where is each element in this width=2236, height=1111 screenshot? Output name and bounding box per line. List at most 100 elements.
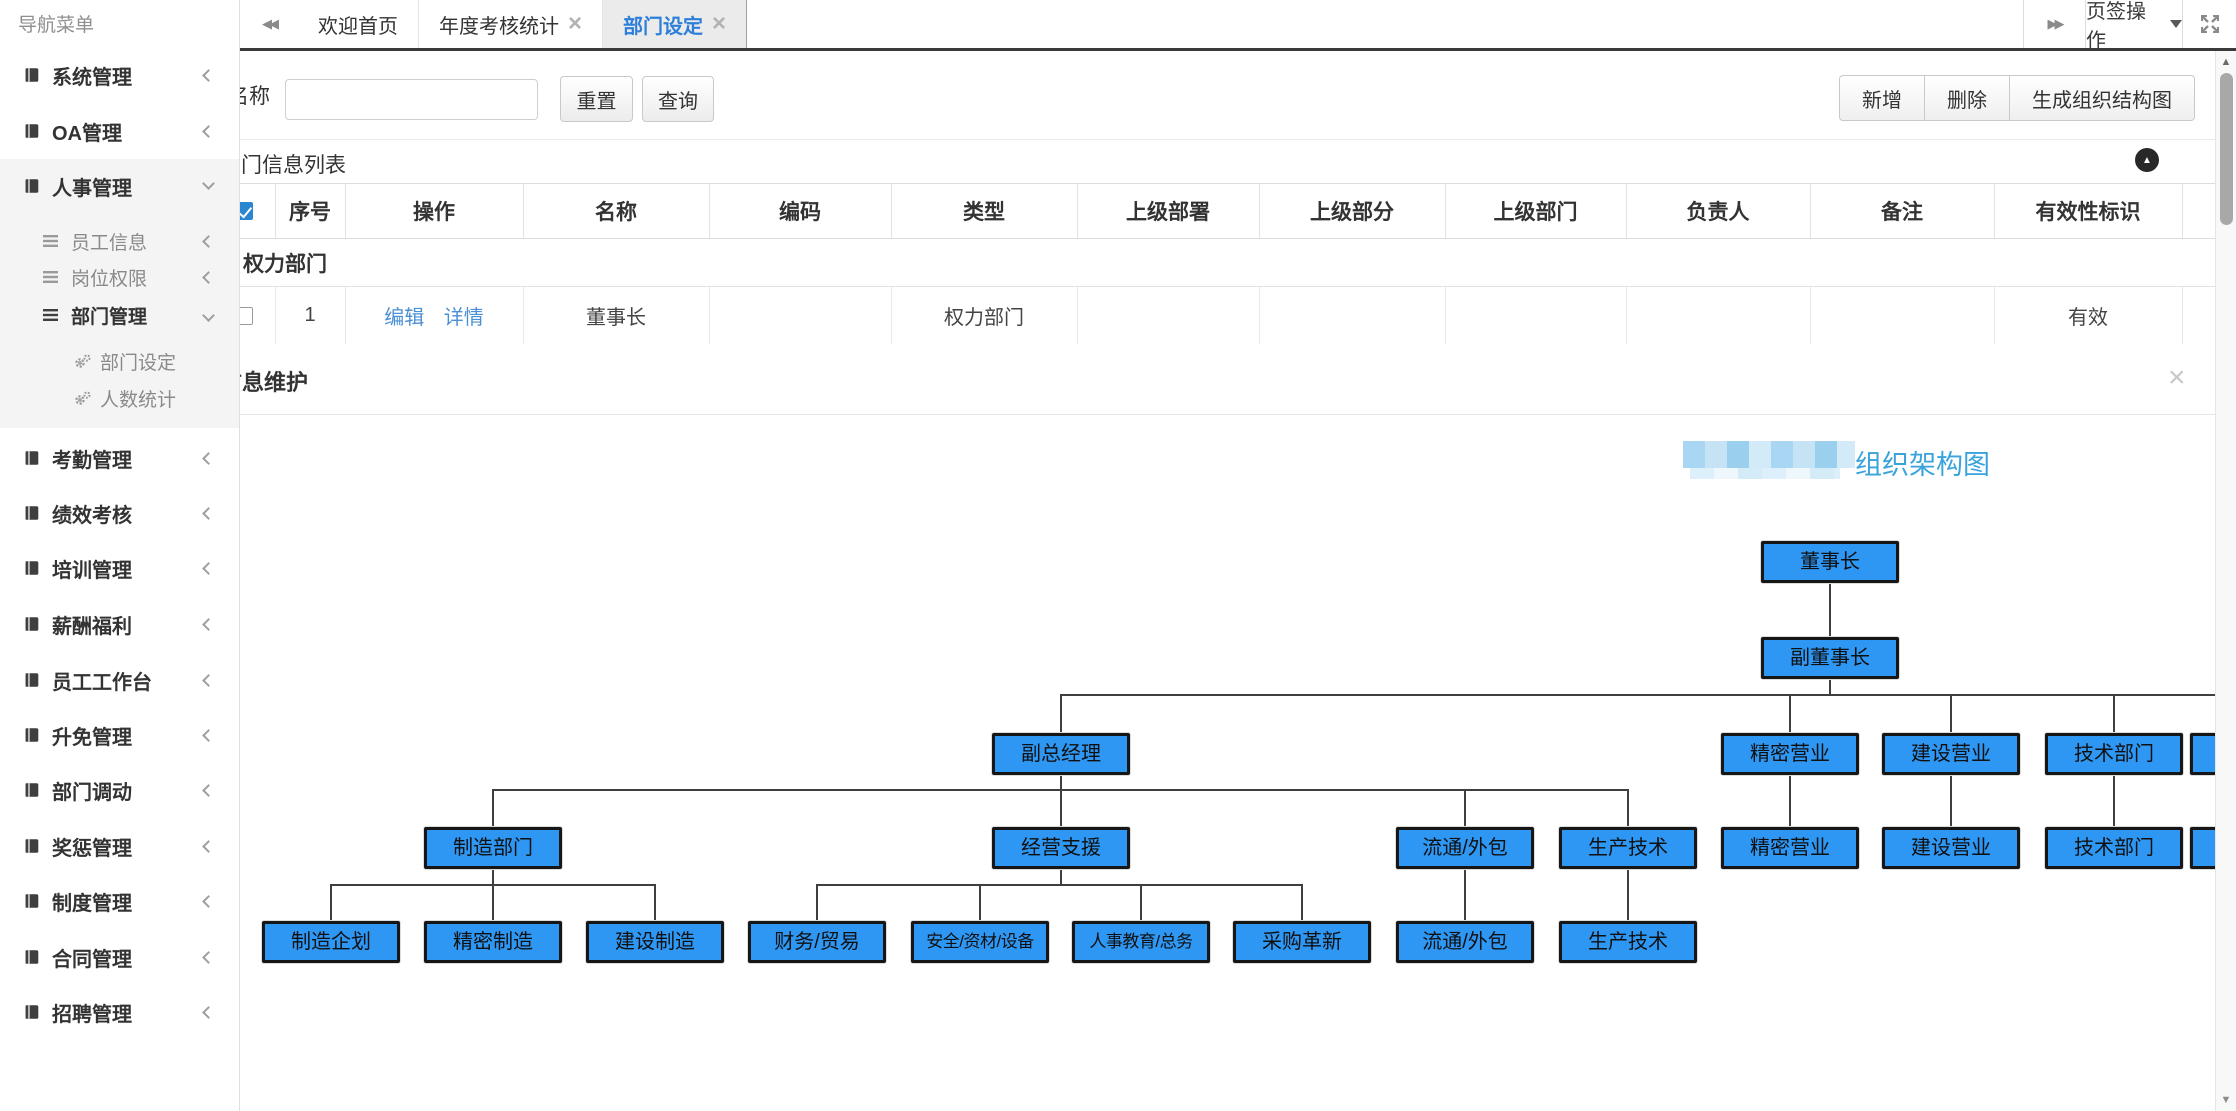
col-header: 上级部分 (1259, 183, 1446, 239)
chevron-left-icon (202, 561, 215, 575)
org-node[interactable]: 流通/外包 (1396, 921, 1534, 963)
chevron-left-icon (202, 728, 215, 742)
org-node[interactable]: 精密营业 (1721, 733, 1859, 775)
table-row[interactable]: 1 编辑 详情 董事长 权力部门 有效 (213, 286, 2215, 345)
sidebar-item-salary[interactable]: 薪酬福利 (0, 603, 239, 645)
org-connector (1950, 775, 1952, 827)
page-ops-dropdown[interactable]: 页签操作 (2085, 0, 2182, 52)
sidebar-item-employee-info[interactable]: 员工信息 (0, 223, 239, 259)
sidebar-item-dept-setting[interactable]: 部门设定 (0, 343, 239, 379)
org-connector (1627, 789, 1629, 827)
close-icon[interactable]: × (712, 10, 727, 37)
org-node[interactable]: 建设制造 (586, 921, 724, 963)
org-node[interactable]: 经营支援 (992, 827, 1130, 869)
org-connector (2113, 775, 2115, 827)
search-button[interactable]: 查询 (642, 76, 714, 122)
org-node[interactable]: 建设营业 (1882, 827, 2020, 869)
edit-link[interactable]: 编辑 (384, 307, 425, 329)
delete-button[interactable]: 删除 (1924, 76, 2009, 120)
col-header: 名称 (523, 183, 710, 239)
generate-orgchart-button[interactable]: 生成组织结构图 (2009, 76, 2194, 120)
org-node[interactable]: 制造部门 (424, 827, 562, 869)
book-icon (23, 123, 40, 139)
tab-annual-assessment[interactable]: 年度考核统计 × (419, 0, 604, 48)
book-icon (23, 727, 40, 743)
scroll-up-icon[interactable]: ▲ (2220, 56, 2232, 68)
col-header: 备注 (1810, 183, 1995, 239)
sidebar-item-dept-transfer[interactable]: 部门调动 (0, 769, 239, 811)
sidebar-expanded-group-bg (0, 159, 239, 428)
org-node[interactable]: 采购革新 (1233, 921, 1371, 963)
reset-button[interactable]: 重置 (560, 76, 633, 122)
tab-welcome[interactable]: 欢迎首页 (298, 0, 419, 48)
search-toolbar: 名称 重置 查询 新增 删除 生成组织结构图 (228, 51, 2215, 140)
vertical-scrollbar[interactable]: ▲ ▼ (2215, 51, 2236, 1111)
name-input[interactable] (285, 79, 538, 120)
close-icon[interactable]: × (2168, 361, 2186, 394)
chevron-down-icon (202, 177, 215, 190)
col-header: 编码 (709, 183, 892, 239)
sidebar-item-rewards[interactable]: 奖惩管理 (0, 825, 239, 867)
org-node[interactable]: 精密制造 (424, 921, 562, 963)
org-node[interactable]: 生产技术 (1559, 921, 1697, 963)
org-node[interactable]: 生产技术 (1559, 827, 1697, 869)
org-node[interactable]: 流通/外包 (1396, 827, 1534, 869)
org-connector (492, 789, 494, 827)
sidebar-nav: 导航菜单 系统管理 OA管理 人事管理 员工信息 岗位权限 (0, 0, 240, 1111)
sidebar-item-performance[interactable]: 绩效考核 (0, 492, 239, 534)
sidebar-item-recruiting[interactable]: 招聘管理 (0, 991, 239, 1033)
org-node[interactable]: 建设营业 (1882, 733, 2020, 775)
collapse-panel-icon[interactable]: ▲ (2135, 148, 2159, 172)
sidebar-item-oa[interactable]: OA管理 (0, 110, 239, 152)
org-connector (1060, 789, 1062, 827)
cell-sup2 (1259, 286, 1446, 345)
book-icon (23, 672, 40, 688)
fullscreen-icon[interactable] (2182, 0, 2236, 48)
sidebar-item-hr[interactable]: 人事管理 (0, 165, 239, 207)
sidebar-item-system[interactable]: 系统管理 (0, 54, 239, 96)
sidebar-title: 导航菜单 (18, 15, 95, 36)
book-icon (23, 560, 40, 576)
tab-department-setting[interactable]: 部门设定 × (603, 0, 748, 48)
org-node[interactable]: 副总经理 (992, 733, 1130, 775)
org-node[interactable]: 董事长 (1761, 541, 1899, 583)
org-node[interactable]: 技术部门 (2045, 733, 2183, 775)
scrollbar-thumb[interactable] (2220, 73, 2233, 225)
org-node[interactable]: 安全/资材/设备 (911, 921, 1049, 963)
tab-label: 部门设定 (623, 15, 704, 38)
chevron-left-icon (202, 506, 215, 520)
col-header: 上级部门 (1445, 183, 1627, 239)
page-ops-label: 页签操作 (2086, 1, 2146, 52)
org-connector (330, 884, 332, 921)
tab-label: 年度考核统计 (439, 15, 559, 38)
sidebar-item-attendance[interactable]: 考勤管理 (0, 437, 239, 479)
org-node[interactable]: 财务/贸易 (748, 921, 886, 963)
org-node[interactable]: 制造企划 (262, 921, 400, 963)
detail-link[interactable]: 详情 (443, 307, 484, 329)
close-icon[interactable]: × (568, 10, 583, 37)
col-header-spacer (2182, 183, 2215, 239)
list-icon (43, 271, 58, 283)
tabs-scroll-right-icon[interactable]: ▶▶ (2023, 0, 2085, 48)
sidebar-item-contract[interactable]: 合同管理 (0, 936, 239, 978)
cell-operations: 编辑 详情 (345, 286, 524, 345)
org-node[interactable]: 精密营业 (1721, 827, 1859, 869)
add-button[interactable]: 新增 (1840, 76, 1924, 120)
sidebar-item-dept-mgmt[interactable]: 部门管理 (0, 297, 239, 333)
sidebar-item-training[interactable]: 培训管理 (0, 547, 239, 589)
sidebar-item-workbench[interactable]: 员工工作台 (0, 659, 239, 701)
org-node-clipped[interactable] (2190, 827, 2215, 869)
scroll-down-icon[interactable]: ▼ (2220, 1094, 2232, 1106)
org-node[interactable]: 技术部门 (2045, 827, 2183, 869)
sidebar-item-promotion[interactable]: 升免管理 (0, 714, 239, 756)
org-node[interactable]: 副董事长 (1761, 637, 1899, 679)
org-node-clipped[interactable] (2190, 733, 2215, 775)
org-connector (1301, 884, 1303, 921)
sidebar-item-policy[interactable]: 制度管理 (0, 880, 239, 922)
col-header: 有效性标识 (1994, 183, 2183, 239)
sidebar-item-headcount-stats[interactable]: 人数统计 (0, 380, 239, 416)
org-node[interactable]: 人事教育/总务 (1072, 921, 1210, 963)
col-header: 操作 (345, 183, 524, 239)
tabs-scroll-left-icon[interactable]: ◀◀ (262, 16, 279, 31)
sidebar-item-position-perms[interactable]: 岗位权限 (0, 259, 239, 295)
